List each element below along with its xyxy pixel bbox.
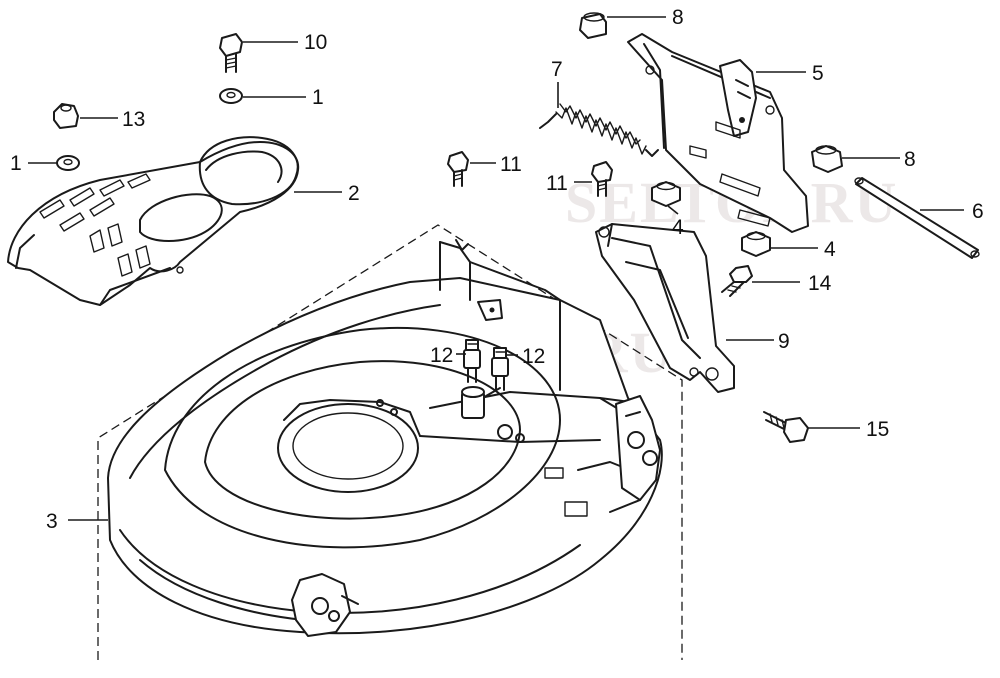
- rod-6: [854, 177, 980, 259]
- pin-4-upper: [651, 181, 681, 207]
- callout-4-upper: 4: [672, 216, 684, 239]
- bushing-8-top: [579, 12, 607, 39]
- bolt-15: [763, 411, 809, 443]
- leader-lines: [28, 16, 964, 521]
- callout-1-upper: 1: [312, 86, 324, 109]
- callout-5: 5: [812, 62, 824, 85]
- callout-8-top: 8: [672, 6, 684, 29]
- deck-assembly-outline: [97, 224, 683, 660]
- callout-10: 10: [304, 31, 327, 54]
- callout-labels: 10 1 13 1 2 3 8 7 5 8 11 11 4 6 4 14 9 1…: [10, 6, 984, 533]
- callout-13: 13: [122, 108, 145, 131]
- bolt-14: [721, 265, 753, 297]
- bolt-11-right: [591, 161, 613, 197]
- bolt-11-left: [447, 151, 469, 187]
- callout-3: 3: [46, 510, 58, 533]
- adjuster-plate-5: [627, 33, 809, 233]
- spring-7: [539, 103, 659, 157]
- stud-12-left: [463, 339, 481, 383]
- nut-13: [53, 103, 79, 129]
- callout-9: 9: [778, 330, 790, 353]
- bushing-8-right: [811, 145, 843, 173]
- callout-12-left: 12: [430, 344, 453, 367]
- bolt-10: [219, 33, 243, 73]
- washer-1-upper: [219, 88, 243, 104]
- callout-11-left: 11: [500, 153, 522, 176]
- callout-4-lower: 4: [824, 238, 836, 261]
- callout-6: 6: [972, 200, 984, 223]
- callout-12-right: 12: [522, 345, 545, 368]
- callout-7: 7: [551, 58, 563, 81]
- engine-cover: [7, 136, 300, 306]
- callout-2: 2: [348, 182, 360, 205]
- mower-deck: [107, 239, 663, 637]
- lever-bracket-9: [595, 223, 735, 393]
- callout-15: 15: [866, 418, 889, 441]
- callout-11-right: 11: [546, 172, 568, 195]
- callout-14: 14: [808, 272, 832, 295]
- pin-4-lower: [741, 231, 771, 257]
- stud-12-right: [491, 347, 509, 391]
- callout-1-left: 1: [10, 152, 22, 175]
- washer-1-left: [56, 155, 80, 171]
- callout-8-right: 8: [904, 148, 916, 171]
